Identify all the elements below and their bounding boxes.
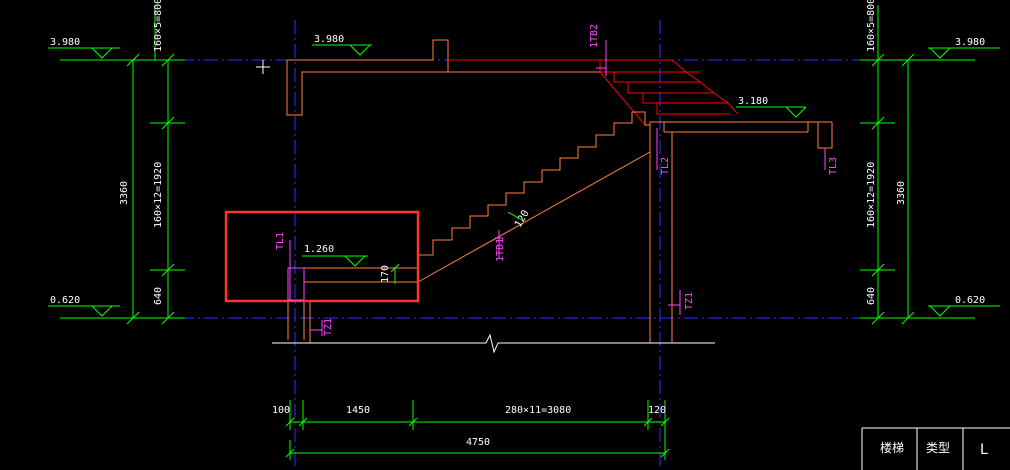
landing-thickness-text: 170	[380, 265, 391, 283]
right-level-mark-top	[928, 47, 1000, 59]
left-dim-top-text: 160×5=800	[153, 0, 164, 52]
annotation-leaders	[287, 40, 826, 336]
upper-flight-treads	[448, 59, 739, 126]
right-dim-top-text: 160×5=800	[866, 0, 877, 52]
left-dim-total-text: 3360	[119, 181, 130, 205]
bottom-dimension-chain	[285, 400, 670, 460]
lower-landing-slab	[287, 267, 418, 340]
bottom-dim-100: 100	[272, 405, 290, 416]
highlight-box[interactable]	[224, 210, 420, 303]
label-1tb2: 1TB2	[589, 24, 600, 48]
bottom-dim-total: 4750	[466, 437, 490, 448]
lower-landing-level-mark	[302, 255, 368, 267]
label-tl2: TL2	[660, 157, 671, 175]
label-tz1-right: TZ1	[684, 292, 695, 310]
center-level-mark-top	[312, 44, 372, 56]
right-dim-middle-text: 160×12=1920	[866, 162, 877, 228]
column-tz1-right	[649, 122, 673, 343]
upper-floor-slab	[286, 39, 600, 116]
label-1tb1: 1TB1	[495, 238, 506, 262]
right-dim-total-text: 3360	[896, 181, 907, 205]
grid-axis-lines	[60, 20, 960, 470]
label-tl3: TL3	[828, 157, 839, 175]
left-level-mark-top	[48, 47, 120, 59]
left-dimension-chain	[60, 5, 185, 325]
right-elevation-bottom: 0.620	[955, 295, 985, 306]
landing-level-mark	[736, 106, 807, 118]
ground-line	[272, 333, 715, 354]
left-dim-middle-text: 160×12=1920	[153, 162, 164, 228]
label-tz1-left: TZ1	[323, 318, 334, 336]
label-tl1: TL1	[275, 232, 286, 250]
landing-elevation: 3.180	[738, 96, 768, 107]
left-dim-bottom-text: 640	[153, 287, 164, 305]
bottom-dim-3080: 280×11=3080	[505, 405, 571, 416]
left-elevation-top: 3.980	[50, 37, 80, 48]
title-block-cell-1: 楼梯	[880, 440, 904, 455]
title-block-cell-2: 类型	[926, 441, 950, 455]
lower-flight-steps	[417, 111, 651, 283]
thickness-dim-landing	[390, 263, 400, 284]
right-level-mark-bottom	[928, 305, 1000, 317]
slab-thickness-text: 120	[513, 208, 532, 229]
beam-tl3	[817, 121, 833, 149]
bottom-dim-1450: 1450	[346, 405, 370, 416]
right-dimension-chain	[860, 5, 975, 325]
left-level-mark-bottom	[48, 305, 120, 317]
right-elevation-top: 3.980	[955, 37, 985, 48]
crosshair-cursor-icon	[256, 60, 270, 74]
thickness-dim-slab	[507, 211, 523, 221]
title-block	[861, 427, 1010, 470]
left-elevation-bottom: 0.620	[50, 295, 80, 306]
center-elevation-top: 3.980	[314, 34, 344, 45]
middle-landing-slab	[650, 121, 818, 133]
lower-landing-elevation: 1.260	[304, 244, 334, 255]
bottom-dim-120: 120	[648, 405, 666, 416]
title-block-cell-3: L	[980, 442, 988, 458]
right-dim-bottom-text: 640	[866, 287, 877, 305]
